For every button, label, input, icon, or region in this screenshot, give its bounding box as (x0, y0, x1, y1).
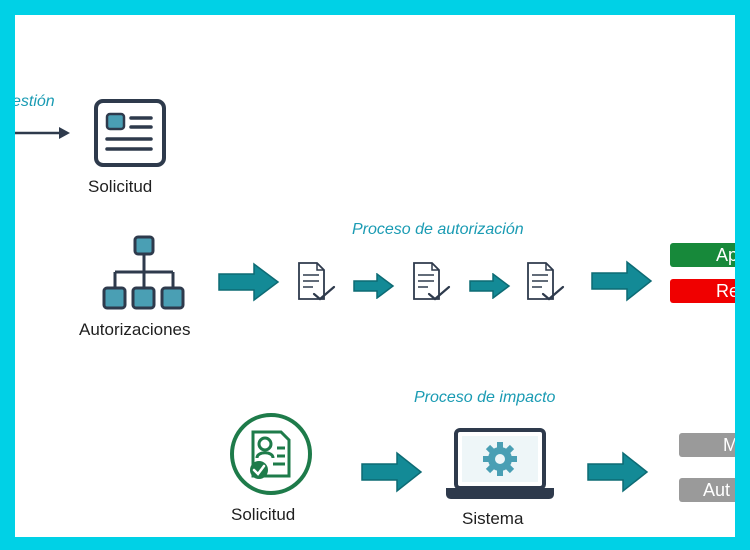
flow-arrow-large (587, 451, 649, 493)
user-document-check-icon (230, 413, 312, 495)
document-check-icon (527, 262, 565, 301)
sistema-caption: Sistema (462, 509, 524, 528)
flow-arrow-large (361, 451, 423, 493)
gestion-label: estión (15, 93, 55, 110)
document-check-icon (298, 262, 336, 301)
flow-arrow-large (218, 262, 280, 302)
impact-outcome-pill-1: M (679, 433, 735, 457)
document-check-icon (413, 262, 451, 301)
laptop-gear-icon (446, 428, 554, 499)
autorizaciones-caption: Autorizaciones (79, 320, 191, 339)
flow-arrow-small (469, 273, 511, 299)
outcome-approved-pill: Ap (670, 243, 735, 267)
impact-outcome-pill-2: Aut (679, 478, 735, 502)
solicitud-top-caption: Solicitud (88, 177, 153, 196)
document-icon (94, 99, 166, 167)
proceso-impacto-label: Proceso de impacto (414, 389, 556, 406)
outcome-rejected-pill: Re (670, 279, 735, 303)
proceso-autorizacion-label: Proceso de autorización (352, 221, 524, 238)
flow-arrow-large (591, 260, 653, 302)
diagram-canvas: estión Solicitud Proceso de autorización (15, 15, 735, 537)
flow-arrow-line (15, 127, 70, 139)
solicitud-bottom-caption: Solicitud (231, 505, 296, 524)
org-chart-icon (102, 235, 185, 310)
flow-arrow-small (353, 273, 395, 299)
